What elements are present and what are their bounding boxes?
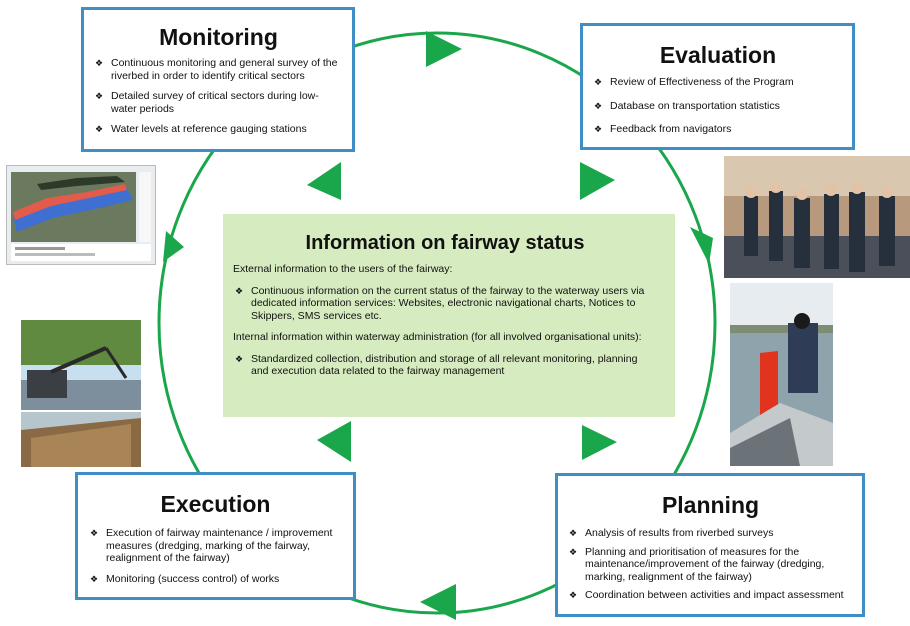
execution-list: Execution of fairway maintenance / impro…: [88, 527, 343, 585]
cycle-arrow-top: [426, 31, 462, 67]
center-title: Information on fairway status: [305, 232, 585, 254]
inner-arrow-bottom-left: [317, 421, 351, 462]
list-item: Continuous information on the current st…: [233, 285, 657, 323]
list-item: Coordination between activities and impa…: [567, 589, 854, 602]
external-intro: External information to the users of the…: [233, 263, 453, 275]
list-item: Database on transportation statistics: [592, 100, 844, 113]
planning-box: Planning Analysis of results from riverb…: [555, 473, 865, 617]
cycle-arrow-bottom: [420, 584, 456, 620]
list-item: Feedback from navigators: [592, 123, 844, 136]
cycle-arrow-right: [690, 227, 713, 264]
list-item: Planning and prioritisation of measures …: [567, 546, 854, 584]
inner-arrow-bottom-right: [582, 425, 617, 460]
evaluation-list: Review of Effectiveness of the Program D…: [592, 76, 844, 136]
external-list: Continuous information on the current st…: [233, 285, 657, 323]
planning-title: Planning: [661, 492, 760, 518]
cycle-arrow-left: [163, 231, 184, 262]
inner-arrow-top-left: [307, 162, 341, 200]
buoy-photo: [730, 283, 833, 466]
list-item: Detailed survey of critical sectors duri…: [93, 90, 344, 115]
inner-arrow-top-right: [580, 162, 615, 200]
evaluation-title: Evaluation: [659, 42, 777, 68]
internal-list: Standardized collection, distribution an…: [233, 353, 657, 378]
cycle-circle: [157, 31, 717, 615]
list-item: Monitoring (success control) of works: [88, 573, 343, 586]
internal-intro: Internal information within waterway adm…: [233, 331, 642, 343]
fairway-status-panel: Information on fairway status External i…: [223, 214, 675, 417]
dredging-photo: [21, 320, 141, 467]
monitoring-list: Continuous monitoring and general survey…: [93, 57, 344, 136]
map-image: [6, 165, 156, 265]
evaluation-box: Evaluation Review of Effectiveness of th…: [580, 23, 855, 150]
monitoring-title: Monitoring: [159, 24, 278, 50]
list-item: Water levels at reference gauging statio…: [93, 123, 344, 136]
execution-box: Execution Execution of fairway maintenan…: [75, 472, 356, 600]
execution-title: Execution: [160, 491, 271, 517]
meeting-photo: [724, 156, 910, 278]
list-item: Execution of fairway maintenance / impro…: [88, 527, 343, 565]
list-item: Analysis of results from riverbed survey…: [567, 527, 854, 540]
list-item: Standardized collection, distribution an…: [233, 353, 657, 378]
list-item: Continuous monitoring and general survey…: [93, 57, 344, 82]
list-item: Review of Effectiveness of the Program: [592, 76, 844, 89]
planning-list: Analysis of results from riverbed survey…: [567, 527, 854, 602]
monitoring-box: Monitoring Continuous monitoring and gen…: [81, 7, 355, 152]
